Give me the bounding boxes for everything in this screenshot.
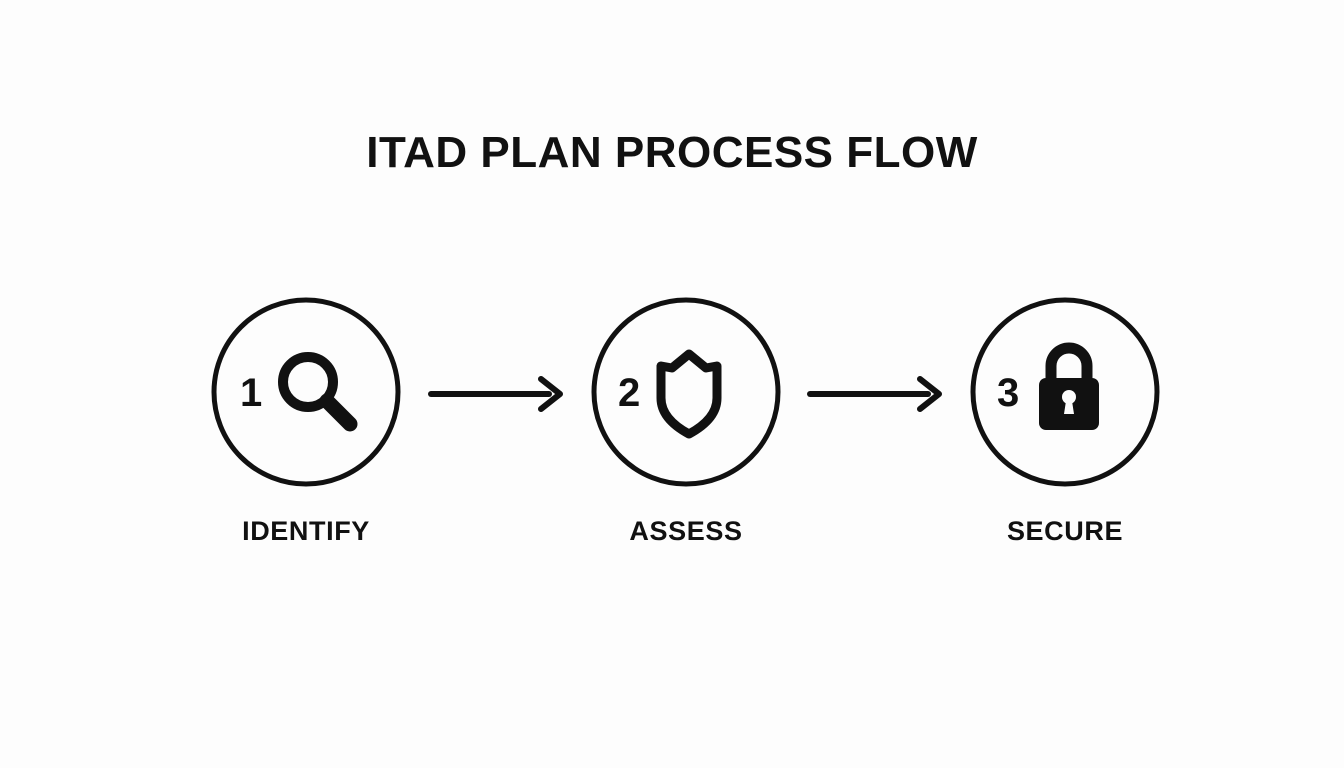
step-number-3: 3 bbox=[997, 371, 1019, 415]
page-title: ITAD PLAN PROCESS FLOW bbox=[366, 128, 978, 177]
magnifying-glass-icon bbox=[278, 352, 358, 432]
step-number-2: 2 bbox=[618, 371, 640, 415]
process-step-2[interactable]: 2 bbox=[590, 296, 782, 488]
step-label-secure: SECURE bbox=[1006, 516, 1124, 546]
arrow-step-1-to-2 bbox=[424, 374, 570, 414]
step-label-identify: IDENTIFY bbox=[242, 516, 370, 546]
shield-icon bbox=[656, 349, 722, 439]
padlock-icon bbox=[1039, 342, 1099, 430]
process-step-1[interactable]: 1 bbox=[210, 296, 402, 488]
step-label-assess: ASSESS bbox=[629, 516, 743, 546]
arrow-step-2-to-3 bbox=[803, 374, 949, 414]
process-flow-row: 1 2 bbox=[0, 296, 1344, 496]
step-number-1: 1 bbox=[240, 371, 262, 415]
process-step-3[interactable]: 3 bbox=[969, 296, 1161, 488]
